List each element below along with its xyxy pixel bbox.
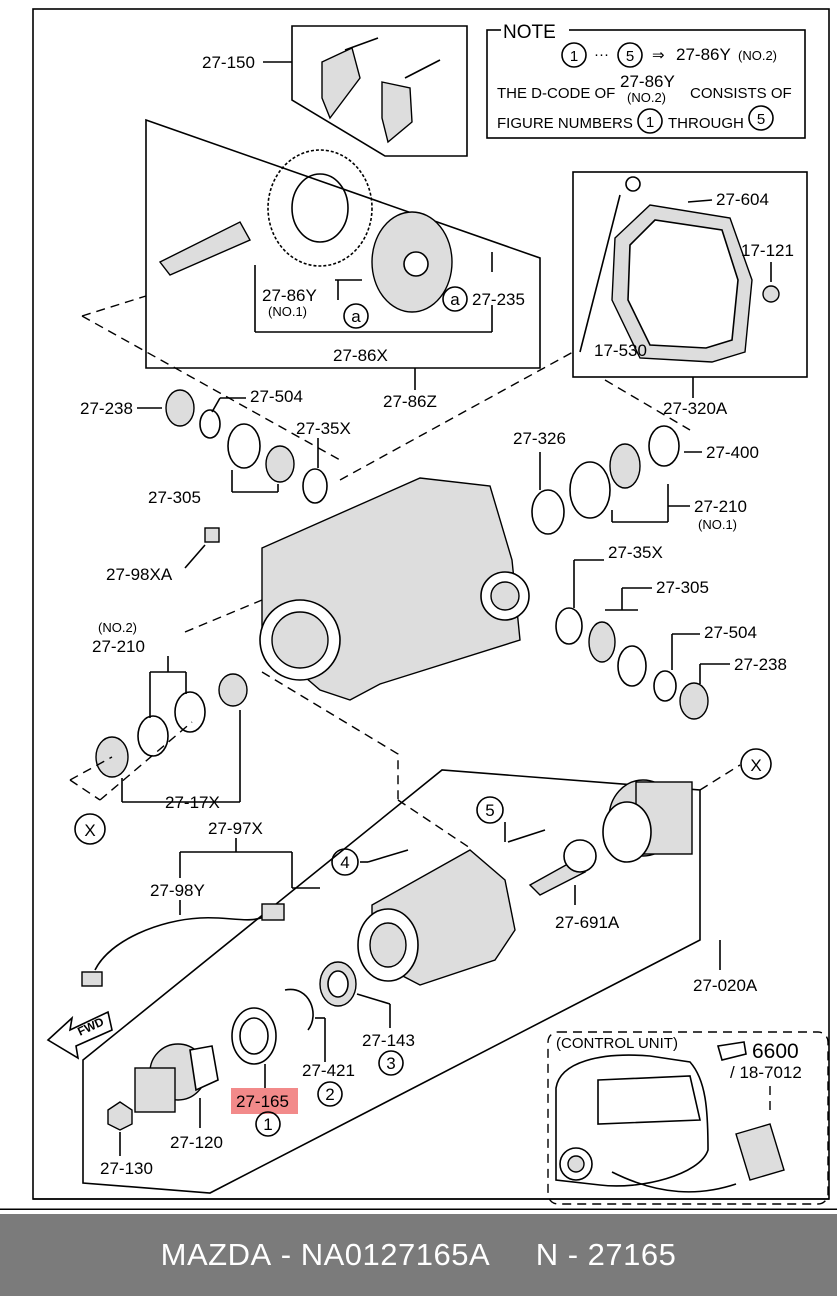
svg-text:(NO.2): (NO.2) xyxy=(738,48,777,63)
note-box: NOTE 1 ··· 5 ⇒ 27-86Y (NO.2) THE D-CODE … xyxy=(486,22,806,139)
svg-text:THROUGH: THROUGH xyxy=(668,115,744,132)
circle-x-marker xyxy=(740,748,772,780)
label-control-unit: (CONTROL UNIT) xyxy=(556,1035,678,1052)
rear-cover-box xyxy=(572,171,808,378)
label-27-120: 27-120 xyxy=(170,1133,223,1152)
highlight-27-165 xyxy=(231,1088,298,1114)
label-27-504-left: 27-504 xyxy=(250,387,303,406)
svg-text:27-86Y: 27-86Y xyxy=(620,72,675,91)
label-27-020a: 27-020A xyxy=(693,976,758,995)
svg-text:(NO.1): (NO.1) xyxy=(268,304,307,319)
label-27-130: 27-130 xyxy=(100,1159,153,1178)
label-27-86y: 27-86Y xyxy=(262,286,317,305)
label-27-165[interactable]: 27-165 xyxy=(236,1092,289,1111)
circle-4-marker xyxy=(331,848,359,876)
svg-text:THE D-CODE OF: THE D-CODE OF xyxy=(497,85,615,102)
circle-2-marker xyxy=(317,1081,343,1107)
label-27-97x: 27-97X xyxy=(208,819,263,838)
label-27-143: 27-143 xyxy=(362,1031,415,1050)
label-17-530: 17-530 xyxy=(594,341,647,360)
label-27-86x: 27-86X xyxy=(333,346,388,365)
svg-text:5: 5 xyxy=(757,111,765,128)
footer-sep: N - xyxy=(490,1237,588,1272)
differential-housing xyxy=(204,477,530,701)
fwd-arrow-icon: FWD xyxy=(46,1010,113,1060)
label-27-421: 27-421 xyxy=(302,1061,355,1080)
svg-text:1: 1 xyxy=(263,1115,272,1134)
part-number-footer: MAZDA - NA0127165A N - 27165 xyxy=(0,1214,837,1296)
circle-5-marker xyxy=(476,796,504,824)
label-27-305-left: 27-305 xyxy=(148,488,201,507)
label-27-238-right: 27-238 xyxy=(734,655,787,674)
note-title: NOTE xyxy=(503,22,556,43)
label-27-98xa: 27-98XA xyxy=(106,565,173,584)
svg-text:1: 1 xyxy=(646,114,654,131)
circle-1-marker xyxy=(255,1111,281,1137)
label-27-320a: 27-320A xyxy=(663,399,728,418)
svg-text:2: 2 xyxy=(325,1085,334,1104)
label-27-150: 27-150 xyxy=(202,53,255,72)
label-27-210-right: 27-210 xyxy=(694,497,747,516)
svg-text:4: 4 xyxy=(340,853,349,872)
label-27-17x: 27-17X xyxy=(165,793,220,812)
label-27-35x-right: 27-35X xyxy=(608,543,663,562)
svg-text:a: a xyxy=(351,307,361,326)
label-27-604: 27-604 xyxy=(716,190,769,209)
left-bearing-stack xyxy=(137,389,328,504)
companion-flange xyxy=(107,1043,219,1156)
svg-text:27-86Y: 27-86Y xyxy=(676,45,731,64)
ring-gear-box xyxy=(145,118,541,369)
coupling-housing xyxy=(357,779,693,986)
right-bearing-stack-upper xyxy=(531,425,702,535)
label-27-400: 27-400 xyxy=(706,443,759,462)
label-27-504-right: 27-504 xyxy=(704,623,757,642)
label-17-121: 17-121 xyxy=(741,241,794,260)
label-27-305-right: 27-305 xyxy=(656,578,709,597)
label-27-691a: 27-691A xyxy=(555,913,620,932)
wiring-harness xyxy=(81,838,320,987)
label-27-326: 27-326 xyxy=(513,429,566,448)
svg-text:5: 5 xyxy=(626,48,634,65)
svg-text:(NO.2): (NO.2) xyxy=(627,90,666,105)
circle-x-marker xyxy=(74,813,106,845)
circle-a-marker xyxy=(442,286,468,312)
svg-text:X: X xyxy=(750,756,761,775)
svg-text:1: 1 xyxy=(570,48,578,65)
label-27-235: 27-235 xyxy=(472,290,525,309)
label-27-238-left: 27-238 xyxy=(80,399,133,418)
control-unit-box xyxy=(547,1031,829,1205)
footer-part-number: NA0127165A xyxy=(300,1237,491,1272)
circle-a-marker xyxy=(343,303,369,329)
label-27-210-left: 27-210 xyxy=(92,637,145,656)
svg-text:a: a xyxy=(450,290,460,309)
label-27-35x-left: 27-35X xyxy=(296,419,351,438)
left-lower-stack xyxy=(95,656,248,803)
coupling-assembly-outline xyxy=(82,769,701,1194)
lower-seals xyxy=(231,961,391,1088)
svg-text:⇒: ⇒ xyxy=(652,47,665,64)
svg-text:X: X xyxy=(84,821,95,840)
circle-3-marker xyxy=(378,1050,404,1076)
footer-ref-number: 27165 xyxy=(587,1237,677,1272)
label-27-86z: 27-86Z xyxy=(383,392,437,411)
label-6600: 6600 xyxy=(752,1040,799,1063)
svg-text:(NO.2): (NO.2) xyxy=(98,620,137,635)
svg-text:(NO.1): (NO.1) xyxy=(698,517,737,532)
label-27-98y: 27-98Y xyxy=(150,881,205,900)
svg-text:···: ··· xyxy=(594,46,609,63)
parts-diagram: NOTE 1 ··· 5 ⇒ 27-86Y (NO.2) THE D-CODE … xyxy=(0,8,837,1210)
footer-brand: MAZDA xyxy=(160,1237,272,1272)
footer-sep: - xyxy=(271,1237,301,1272)
bracket-box-27-150 xyxy=(263,25,468,157)
svg-text:3: 3 xyxy=(386,1054,395,1073)
label-18-7012: / 18-7012 xyxy=(730,1063,802,1082)
svg-text:5: 5 xyxy=(485,801,494,820)
svg-text:FIGURE NUMBERS: FIGURE NUMBERS xyxy=(497,115,633,132)
right-bearing-stack-lower xyxy=(555,559,730,720)
svg-text:CONSISTS OF: CONSISTS OF xyxy=(690,85,792,102)
